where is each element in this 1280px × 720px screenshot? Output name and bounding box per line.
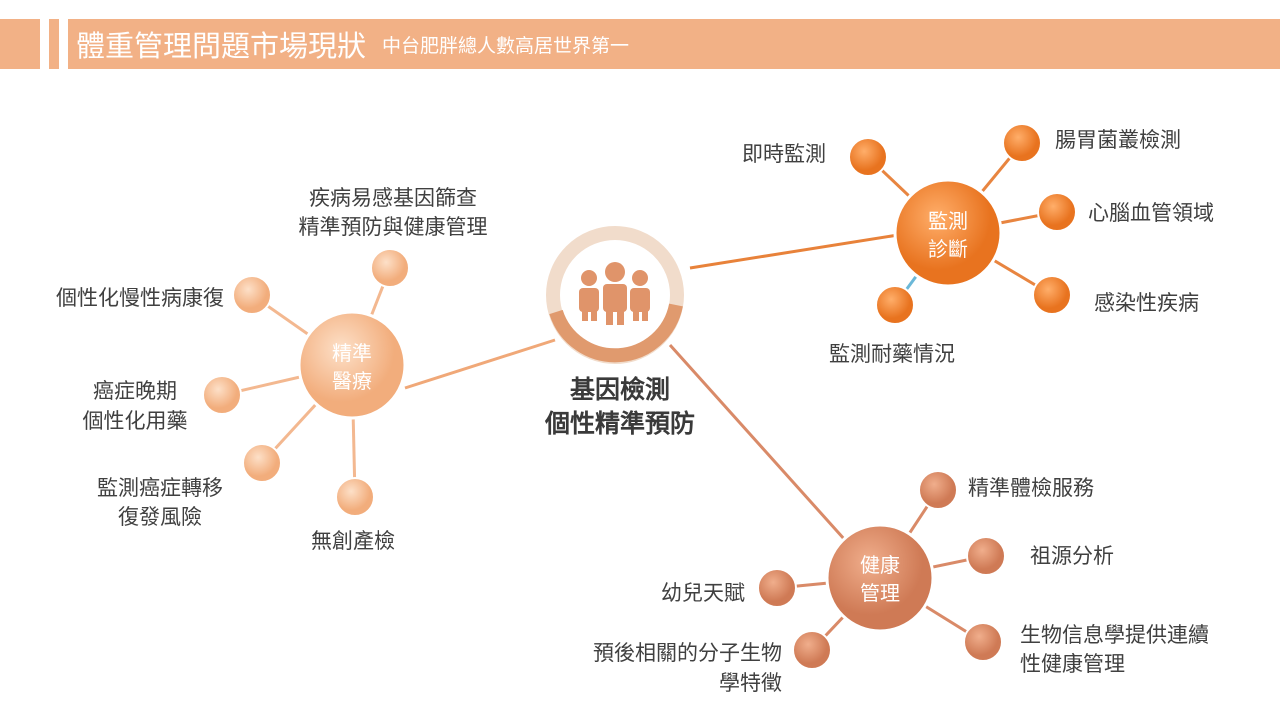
monitor-labels: 即時監測 腸胃菌叢檢測 心腦血管領域 感染性疾病 監測耐藥情況 [742,128,1214,366]
svg-text:管理: 管理 [860,581,900,605]
header-accent-block [0,19,40,69]
center-title-line1: 基因檢測 [570,375,670,404]
health-labels: 精準體檢服務 祖源分析 生物信息學提供連續 性健康管理 幼兒天賦 預後相關的分子… [593,476,1209,695]
page-title: 體重管理問題市場現狀 [76,29,367,63]
label: 腸胃菌叢檢測 [1055,128,1181,152]
health-leaf-nodes [757,470,1006,670]
label: 無創產檢 [311,529,395,553]
page-subtitle: 中台肥胖總人數高居世界第一 [382,34,630,57]
svg-text:精準: 精準 [332,341,372,365]
label: 即時監測 [742,142,826,166]
header-bar: 體重管理問題市場現狀 中台肥胖總人數高居世界第一 [68,19,1280,69]
precision-labels: 疾病易感基因篩查 精準預防與健康管理 個性化慢性病康復 癌症晚期 個性化用藥 監… [56,186,488,553]
label: 監測耐藥情況 [829,342,955,366]
label: 預後相關的分子生物 [593,641,782,665]
label: 心腦血管領域 [1088,201,1214,225]
svg-text:監測: 監測 [928,209,968,233]
label: 監測癌症轉移 [97,476,223,500]
label: 幼兒天賦 [661,581,745,605]
label: 復發風險 [118,505,202,529]
label: 祖源分析 [1030,544,1114,568]
hub-monitor-diagnosis: 監測 診斷 [893,178,1003,288]
hub-health-management: 健康 管理 [825,523,935,633]
hub-precision-medicine: 精準 醫療 [297,310,407,420]
center-title-line2: 個性精準預防 [544,409,695,438]
header-accent-stripe [49,19,59,69]
svg-text:醫療: 醫療 [332,369,372,393]
svg-text:診斷: 診斷 [928,237,968,261]
people-icon [579,262,650,325]
label: 感染性疾病 [1094,291,1199,315]
label: 生物信息學提供連續 [1020,623,1209,647]
label: 個性化用藥 [83,409,188,433]
label: 性健康管理 [1020,652,1125,676]
label: 個性化慢性病康復 [56,286,224,310]
center-node: 基因檢測 個性精準預防 [544,226,695,438]
monitor-leaf-nodes [848,123,1077,325]
svg-text:健康: 健康 [860,553,900,577]
label: 疾病易感基因篩查 [309,186,477,210]
precision-leaf-nodes [202,248,410,517]
label: 學特徵 [719,671,782,695]
label: 癌症晚期 [93,379,177,403]
label: 精準體檢服務 [968,476,1094,500]
label: 精準預防與健康管理 [299,215,488,239]
